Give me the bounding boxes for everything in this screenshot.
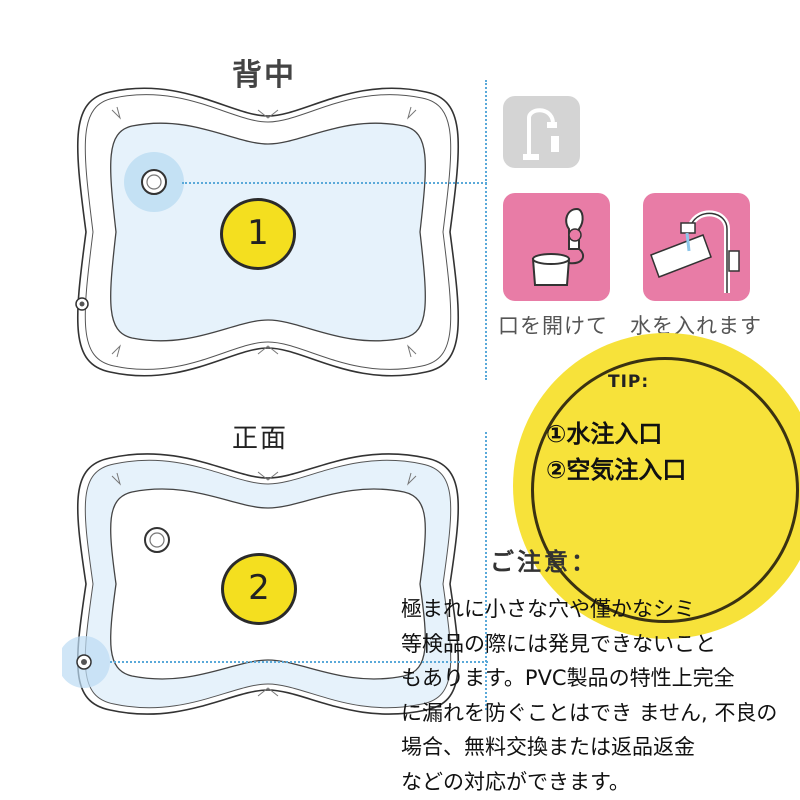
open-cap-tile <box>503 193 610 301</box>
guide-line-bottom-vertical <box>485 432 487 710</box>
open-cap-icon <box>531 207 585 286</box>
guide-line-front-horizontal <box>110 661 488 663</box>
back-side-title: 背中 <box>232 58 296 93</box>
notice-line: 極まれに小さな穴や僅かなシミ <box>401 597 695 621</box>
notice-text: 極まれに小さな穴や僅かなシミ 等検品の際には発見できないこと もあります。PVC… <box>401 592 800 799</box>
fill-water-icon <box>650 210 740 293</box>
notice-heading: ご注意： <box>490 548 598 576</box>
guide-line-top-vertical <box>485 80 487 380</box>
faucet-tile <box>503 96 580 168</box>
notice-line: に漏れを防ぐことはでき ません, 不良の <box>401 700 778 725</box>
tip-water-inlet: ①水注入口 <box>546 420 663 448</box>
notice-line: 等検品の際には発見できないこと <box>401 631 716 656</box>
tip-circle <box>513 333 800 639</box>
notice-line: もあります。PVC製品の特性上完全 <box>401 666 735 690</box>
number-badge-1-label: 1 <box>247 213 269 253</box>
guide-line-back-horizontal <box>182 182 487 184</box>
number-badge-2-label: 2 <box>248 568 270 608</box>
number-badge-2: 2 <box>221 553 297 625</box>
tip-title: TIP: <box>608 372 650 392</box>
front-side-title: 正面 <box>232 424 289 454</box>
tip-air-inlet: ②空気注入口 <box>546 456 687 484</box>
fill-water-tile <box>643 193 750 301</box>
number-badge-1: 1 <box>220 198 296 270</box>
notice-line: などの対応ができます。 <box>401 769 630 794</box>
notice-line: 場合、無料交換または返品返金 <box>401 735 695 759</box>
tip-inner-ring <box>531 357 799 623</box>
faucet-icon <box>523 108 559 160</box>
steps-caption: 口を開けて 水を入れます <box>498 314 762 338</box>
